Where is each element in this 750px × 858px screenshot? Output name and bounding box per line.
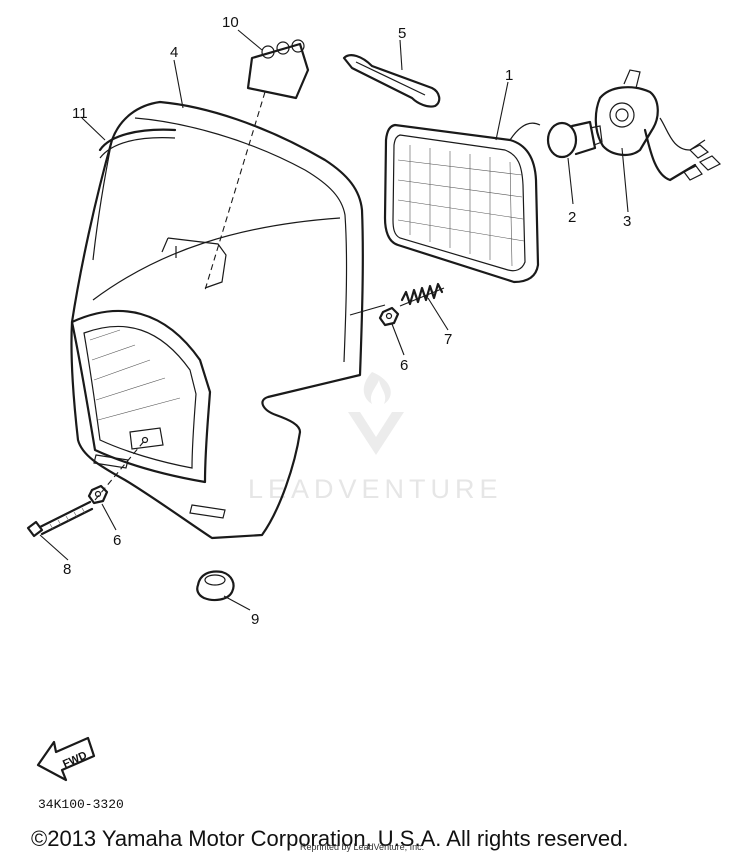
callout-6-lower: 6 bbox=[113, 532, 121, 549]
callout-2: 2 bbox=[568, 209, 576, 226]
callout-11: 11 bbox=[72, 105, 88, 122]
socket bbox=[594, 69, 722, 182]
callout-4: 4 bbox=[170, 44, 178, 61]
clip-guide-line bbox=[204, 91, 266, 291]
callout-7: 7 bbox=[444, 331, 452, 348]
bolt bbox=[26, 500, 94, 538]
bolt-guide-line bbox=[94, 439, 146, 501]
headlight-unit bbox=[383, 122, 541, 284]
callout-6-upper: 6 bbox=[400, 357, 408, 374]
callout-1: 1 bbox=[505, 67, 513, 84]
spring bbox=[399, 282, 445, 307]
nut-upper bbox=[378, 306, 400, 327]
callout-9: 9 bbox=[251, 611, 259, 628]
callout-3: 3 bbox=[623, 213, 631, 230]
edge-trim bbox=[98, 128, 177, 159]
leader-lines bbox=[39, 29, 629, 611]
grommet bbox=[196, 570, 235, 602]
copyright-text: ©2013 Yamaha Motor Corporation, U.S.A. A… bbox=[31, 826, 628, 851]
strap bbox=[342, 54, 441, 108]
bulb bbox=[546, 120, 603, 159]
callout-10: 10 bbox=[222, 14, 239, 31]
reprint-note: Reprinted by LeadVenture, Inc. bbox=[300, 842, 424, 852]
callout-5: 5 bbox=[398, 25, 406, 42]
clip bbox=[246, 39, 310, 100]
watermark-text: LEADVENTURE bbox=[248, 474, 503, 504]
callout-8: 8 bbox=[63, 561, 71, 578]
fwd-arrow: FWD bbox=[36, 736, 96, 782]
diagram-code: 34K100-3320 bbox=[38, 797, 124, 812]
fwd-label: FWD bbox=[61, 749, 89, 770]
headlight-cover bbox=[70, 100, 364, 540]
